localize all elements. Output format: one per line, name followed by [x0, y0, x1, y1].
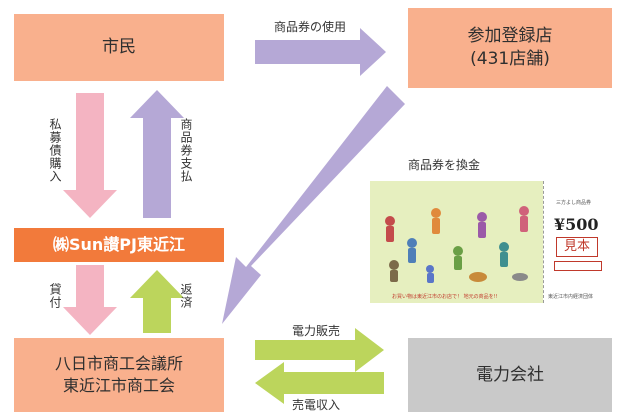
- bond-purchase-arrow: [63, 93, 117, 218]
- power-company-label: 電力会社: [476, 364, 544, 385]
- citizens-box: 市民: [14, 14, 224, 81]
- power-revenue-arrow: [255, 362, 384, 404]
- power-company-box: 電力会社: [408, 338, 612, 412]
- chambers-box: 八日市商工会議所 東近江市商工会: [14, 338, 224, 412]
- voucher-issuer: 三方よし商品券: [556, 200, 592, 206]
- participating-stores-box: 参加登録店 (431店舗): [408, 8, 612, 88]
- voucher-use-label: 商品券の使用: [274, 20, 347, 34]
- voucher-payment-label: 商品券支払: [179, 118, 193, 183]
- voucher-serial-box: [554, 261, 602, 271]
- power-revenue-label: 売電収入: [292, 398, 341, 412]
- stores-count: (431店舗): [470, 49, 550, 69]
- repayment-label: 返済: [179, 283, 193, 309]
- stores-label: 参加登録店: [467, 26, 553, 47]
- sunsan-label: ㈱Sun讃PJ東近江: [53, 235, 185, 255]
- chambers-label-2: 東近江市商工会: [62, 376, 175, 395]
- loan-label: 貸付: [48, 283, 62, 309]
- power-sales-arrow: [255, 328, 384, 372]
- voucher-exchange-arrow: [222, 86, 405, 324]
- power-sales-label: 電力販売: [292, 324, 341, 338]
- repayment-arrow: [130, 270, 184, 333]
- voucher-sample-stamp: 見本: [556, 237, 598, 257]
- voucher-illustration: [385, 206, 529, 283]
- gift-voucher-image: お買い物は東近江市のお店で！ 地元の商品を!! 三方よし商品券 ¥500 見本 …: [370, 181, 610, 303]
- chambers-label-1: 八日市商工会議所: [54, 354, 183, 374]
- voucher-use-arrow: [255, 28, 386, 76]
- voucher-slogan: お買い物は東近江市のお店で！ 地元の商品を!!: [392, 294, 498, 300]
- loan-arrow: [63, 265, 117, 335]
- voucher-payment-arrow: [130, 90, 184, 218]
- voucher-value: ¥500: [554, 215, 599, 234]
- citizens-label: 市民: [102, 37, 136, 58]
- voucher-exchange-label: 商品券を換金: [408, 158, 481, 172]
- bond-purchase-label: 私募債購入: [48, 118, 62, 183]
- sunsan-pj-box: ㈱Sun讃PJ東近江: [14, 228, 224, 262]
- voucher-issuer-footer: 東近江市内経済団体: [548, 294, 594, 300]
- voucher-stub: 三方よし商品券 ¥500 見本 東近江市内経済団体: [543, 181, 610, 303]
